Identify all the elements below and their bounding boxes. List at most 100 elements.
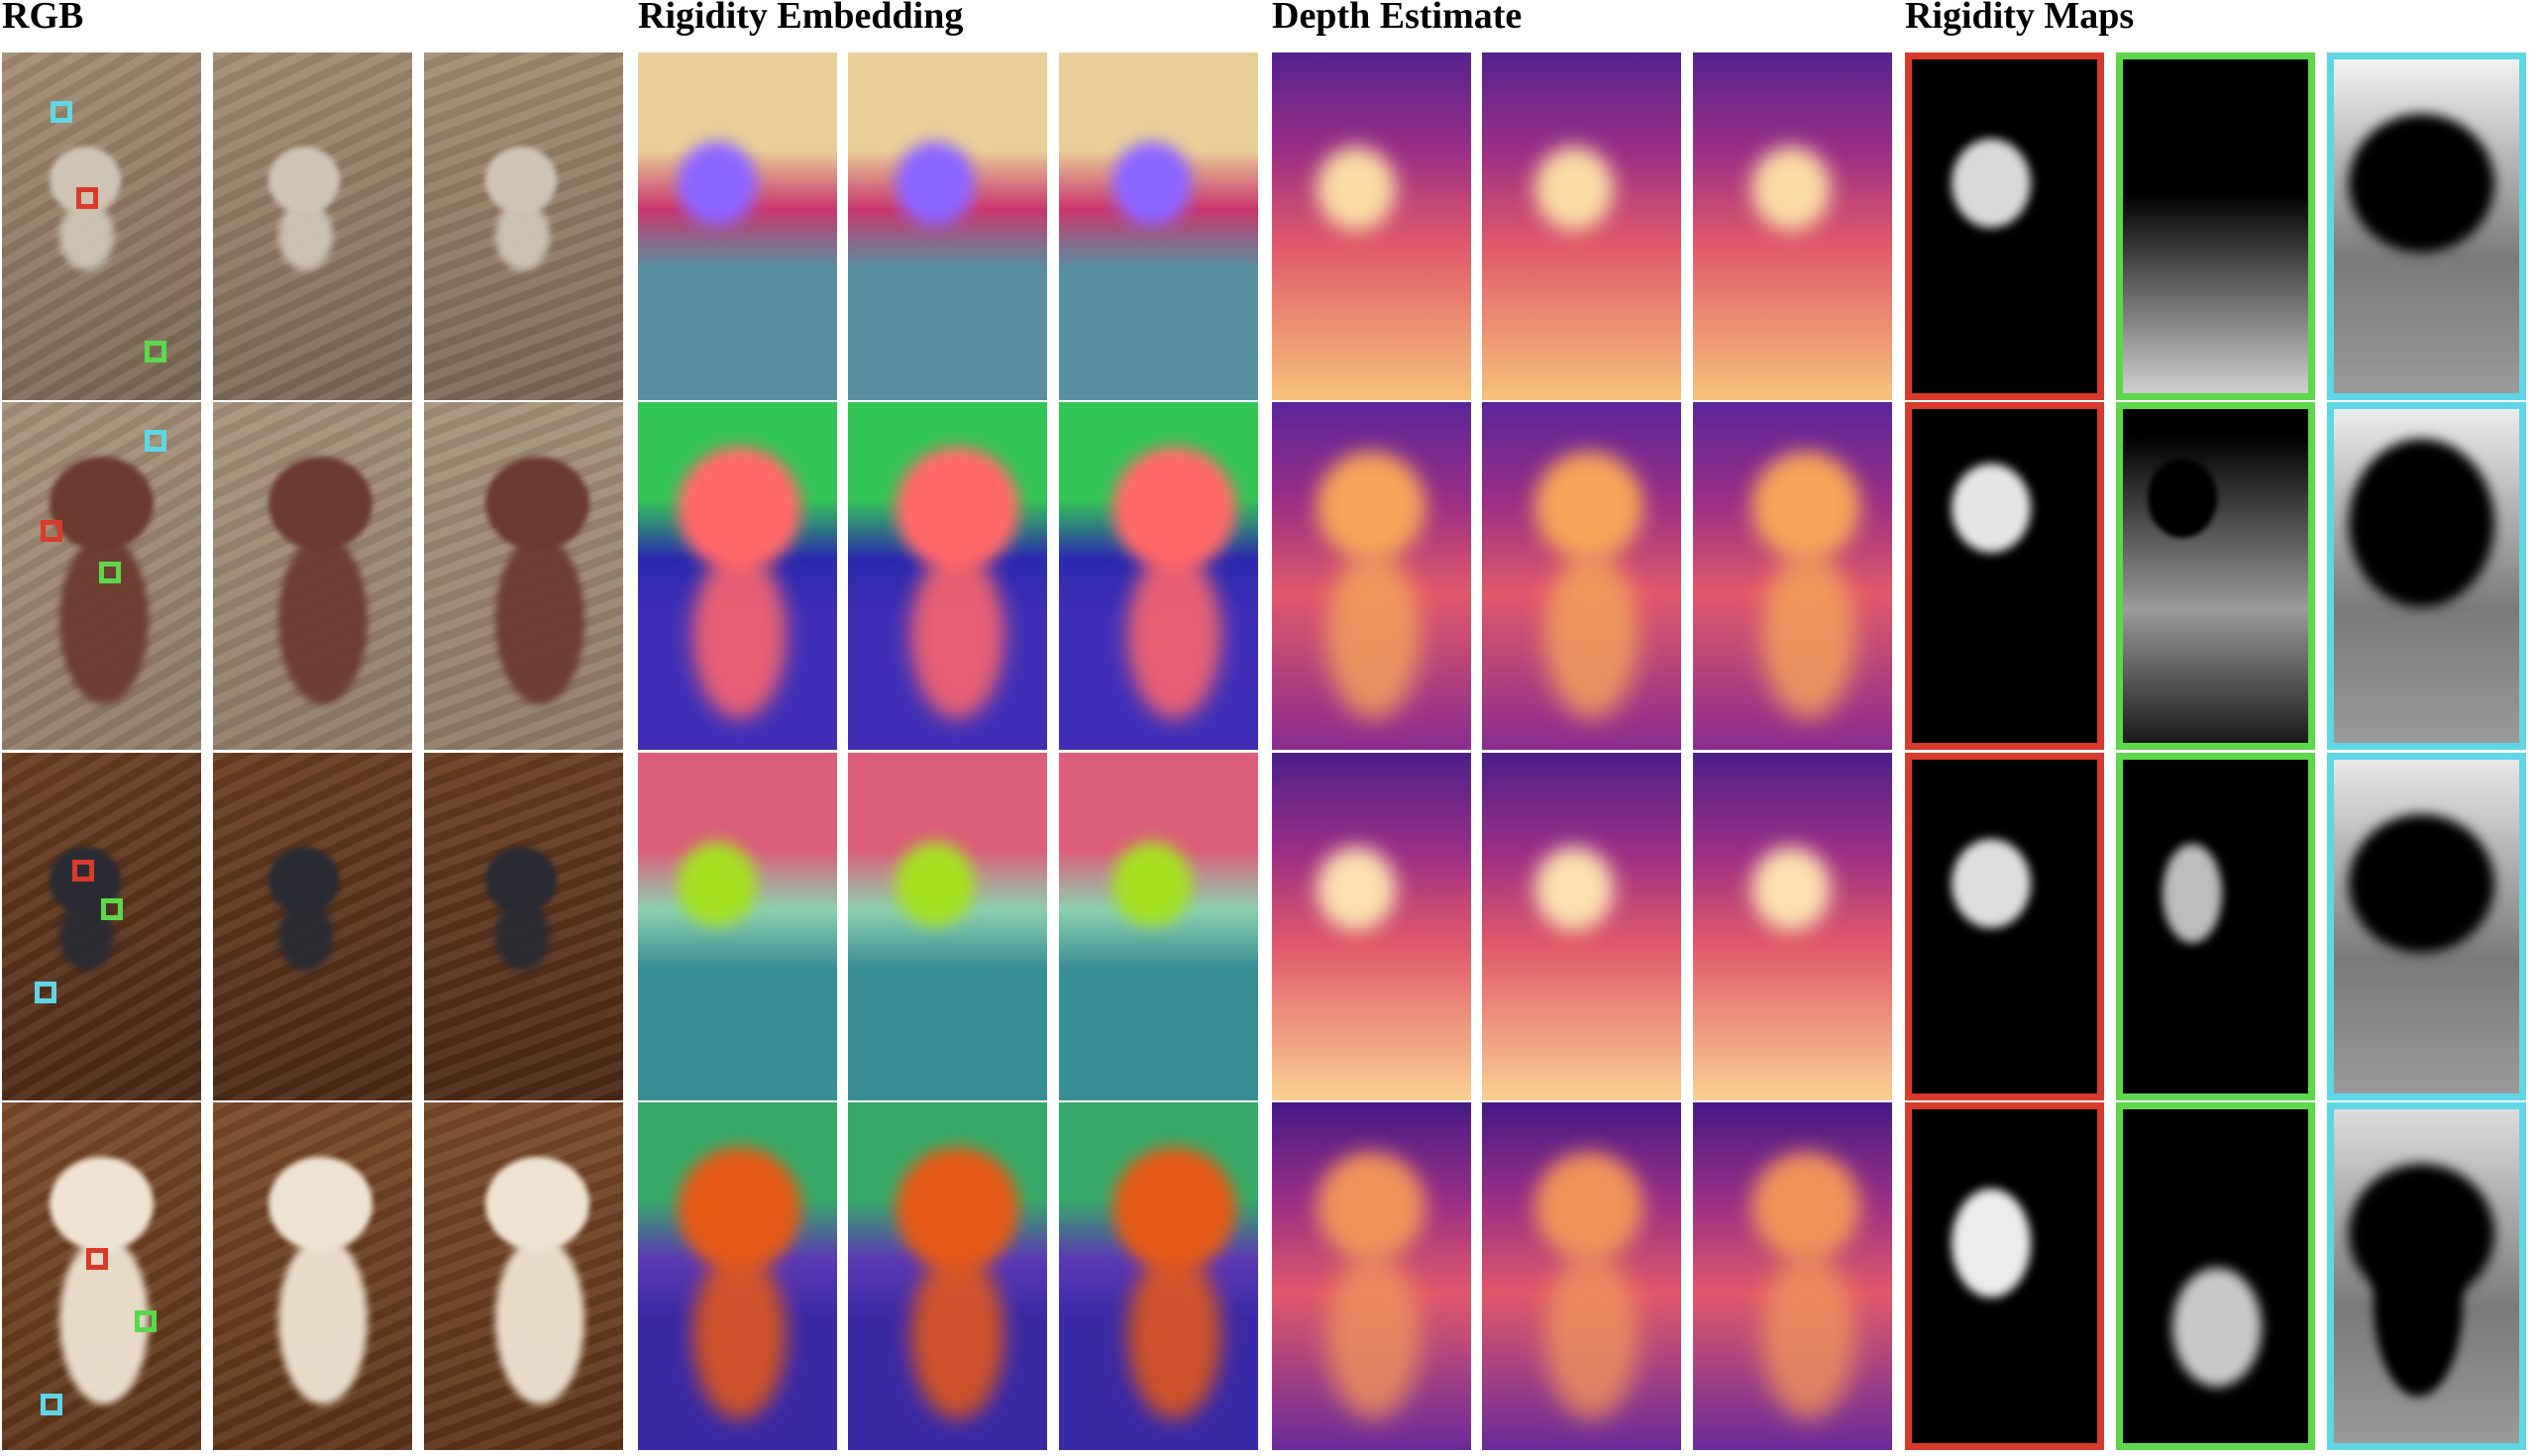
embedding-subject <box>1112 842 1192 926</box>
query-point-marker <box>86 1248 108 1270</box>
dog-head <box>268 1157 372 1251</box>
rigidity-map-cyan <box>2327 1102 2526 1450</box>
non-rigid-region <box>2182 89 2262 178</box>
depth-subject <box>1534 452 1643 561</box>
query-point-marker <box>76 187 98 209</box>
header-depth-estimate: Depth Estimate <box>1272 0 1523 37</box>
rigid-region <box>2163 844 2222 943</box>
query-point-marker <box>145 341 166 363</box>
dog-body <box>495 536 584 704</box>
depth-subject-body <box>1761 551 1855 719</box>
rigidity-embedding-image <box>638 402 837 750</box>
rigid-region <box>1952 839 2031 928</box>
query-point-marker <box>41 1394 62 1415</box>
header-rigidity-maps: Rigidity Maps <box>1905 0 2135 37</box>
depth-estimate-image <box>1272 1102 1471 1450</box>
depth-subject <box>1751 147 1831 231</box>
depth-subject <box>1534 1152 1643 1261</box>
embedding-subject <box>1112 142 1192 226</box>
depth-subject <box>1751 452 1860 561</box>
depth-estimate-image <box>1693 52 1892 400</box>
embedding-subject-body <box>692 1251 787 1419</box>
dog-body <box>278 1236 368 1404</box>
rigidity-map-red <box>1905 1102 2104 1450</box>
rgb-image <box>2 753 201 1100</box>
embedding-subject-body <box>910 551 1004 719</box>
depth-subject-body <box>1326 1251 1421 1419</box>
embedding-subject <box>896 447 1019 571</box>
embedding-subject <box>896 1147 1019 1271</box>
depth-subject <box>1751 847 1831 931</box>
dog-body <box>278 201 333 270</box>
rigidity-map-green <box>2116 1102 2315 1450</box>
rigid-region <box>1952 464 2031 553</box>
depth-estimate-image <box>1482 402 1681 750</box>
depth-subject-body <box>1326 551 1421 719</box>
depth-subject <box>1534 847 1614 931</box>
embedding-subject <box>1112 447 1236 571</box>
depth-estimate-image <box>1482 1102 1681 1450</box>
query-point-marker <box>101 898 123 920</box>
depth-estimate-image <box>1272 52 1471 400</box>
depth-estimate-image <box>1693 1102 1892 1450</box>
rgb-image <box>2 1102 201 1450</box>
rgb-image <box>424 402 623 750</box>
dog-body <box>278 901 333 971</box>
rgb-image <box>213 52 412 400</box>
query-point-marker <box>99 562 121 583</box>
query-point-marker <box>135 1310 157 1332</box>
rigidity-map-cyan <box>2327 402 2526 750</box>
rigidity-embedding-image <box>848 1102 1047 1450</box>
embedding-subject <box>896 842 975 926</box>
header-rgb: RGB <box>2 0 84 37</box>
dog-head <box>268 457 372 551</box>
non-rigid-region <box>2148 459 2217 538</box>
rigidity-embedding-image <box>1059 1102 1258 1450</box>
rgb-image <box>213 402 412 750</box>
dog-body <box>278 536 368 704</box>
embedding-subject <box>896 142 975 226</box>
dog-head <box>485 457 589 551</box>
query-point-marker <box>145 430 166 452</box>
depth-estimate-image <box>1272 753 1471 1100</box>
dog-head <box>50 1157 154 1251</box>
depth-subject <box>1534 147 1614 231</box>
depth-subject-body <box>1761 1251 1855 1419</box>
depth-subject <box>1317 147 1396 231</box>
rigidity-map-cyan <box>2327 753 2526 1100</box>
rigidity-map-green <box>2116 753 2315 1100</box>
rigidity-map-green <box>2116 402 2315 750</box>
embedding-subject-body <box>1127 551 1221 719</box>
non-rigid-region <box>2349 814 2494 953</box>
embedding-subject <box>678 842 757 926</box>
non-rigid-region <box>2374 1208 2463 1397</box>
rigidity-embedding-image <box>848 402 1047 750</box>
embedding-subject <box>678 1147 801 1271</box>
rgb-image <box>424 753 623 1100</box>
rgb-image <box>213 1102 412 1450</box>
embedding-subject-body <box>1127 1251 1221 1419</box>
rigid-region <box>1952 139 2031 228</box>
rgb-image <box>2 402 201 750</box>
depth-estimate-image <box>1272 402 1471 750</box>
depth-estimate-image <box>1482 753 1681 1100</box>
non-rigid-region <box>2349 114 2494 253</box>
rigid-region <box>2172 1268 2262 1387</box>
rigidity-embedding-image <box>1059 52 1258 400</box>
query-point-marker <box>35 982 56 1003</box>
embedding-subject-body <box>692 551 787 719</box>
query-point-marker <box>51 101 72 123</box>
rigidity-map-red <box>1905 753 2104 1100</box>
rigidity-map-red <box>1905 52 2104 400</box>
rgb-image <box>424 1102 623 1450</box>
depth-subject-body <box>1544 551 1638 719</box>
rigidity-map-green <box>2116 52 2315 400</box>
embedding-subject-body <box>910 1251 1004 1419</box>
depth-estimate-image <box>1482 52 1681 400</box>
embedding-subject <box>678 142 757 226</box>
rigidity-embedding-image <box>638 1102 837 1450</box>
depth-subject <box>1317 1152 1425 1261</box>
non-rigid-region <box>2349 439 2494 607</box>
depth-estimate-image <box>1693 402 1892 750</box>
dog-head <box>485 1157 589 1251</box>
